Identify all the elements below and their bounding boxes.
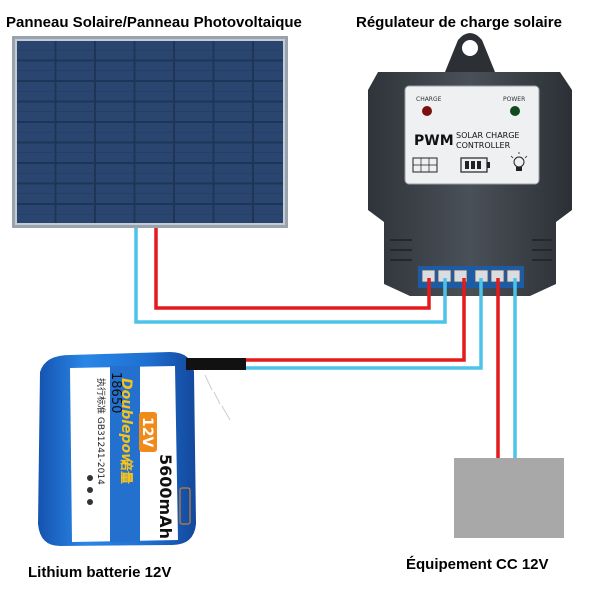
solar-panel-icon [412, 157, 438, 173]
dc-load-box [454, 458, 564, 538]
controller-line2: CONTROLLER [456, 141, 511, 150]
battery-capacity: 5600mAh [156, 454, 175, 539]
wire-battery-positive [246, 278, 466, 362]
battery-cert-icons [87, 475, 93, 505]
battery-cable [186, 358, 246, 370]
battery-icon [460, 157, 490, 173]
battery-label: Lithium batterie 12V [28, 564, 172, 581]
power-led-label: POWER [503, 96, 525, 103]
bulb-icon [510, 152, 528, 171]
battery-pack: 执行标准 GB31241-2014 Doublepow 倍量 18650 12V… [38, 352, 196, 546]
battery-cable-shadow [204, 374, 231, 421]
battery-cell: 18650 [108, 372, 123, 413]
battery-brand-cn: 倍量 [118, 458, 134, 484]
wire-panel-positive [154, 228, 431, 310]
charge-led-label: CHARGE [416, 96, 442, 103]
controller-line1: SOLAR CHARGE [456, 131, 519, 140]
wire-battery-negative [246, 278, 483, 370]
power-led-icon [510, 106, 520, 116]
battery-brand: Doublepow [118, 378, 134, 466]
controller-brand: PWM [414, 133, 454, 149]
solar-panel [12, 36, 288, 228]
wires [134, 228, 517, 458]
battery-standard: 执行标准 GB31241-2014 [95, 378, 107, 485]
load-label: Équipement CC 12V [406, 556, 549, 573]
controller-label: Régulateur de charge solaire [356, 14, 562, 31]
wire-panel-negative [134, 228, 447, 324]
battery-voltage: 12V [139, 417, 155, 447]
solar-panel-label: Panneau Solaire/Panneau Photovoltaique [6, 14, 302, 31]
charge-led-icon [422, 106, 432, 116]
charge-controller: CHARGE POWER PWM SOLAR CHARGE CONTROLLER [368, 33, 572, 296]
